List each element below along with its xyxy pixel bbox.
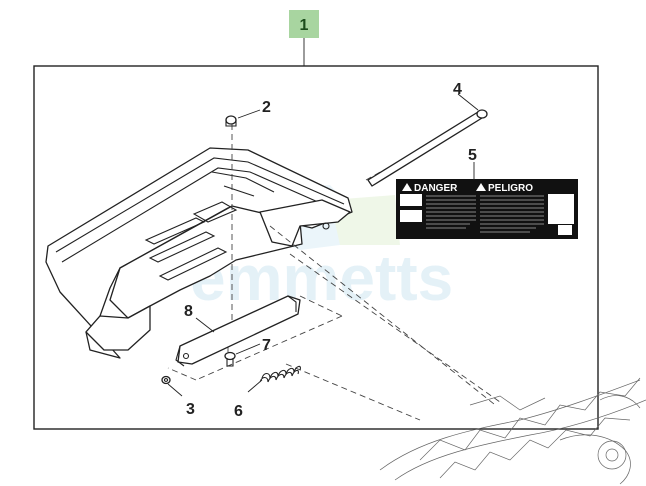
deflector-shield [45, 147, 353, 359]
bracket-part-8 [175, 295, 301, 367]
machine-sketch [379, 377, 646, 485]
warning-triangle-icon [402, 183, 486, 191]
callout-6: 6 [234, 403, 243, 420]
spring-part-6 [247, 365, 301, 393]
callout-leaders [167, 93, 479, 397]
diagram-frame [33, 65, 599, 430]
callout-labels: 2 3 4 5 6 7 8 [184, 81, 477, 420]
kit-badge-box [289, 10, 319, 38]
callout-3: 3 [186, 401, 195, 418]
callout-4: 4 [453, 81, 462, 98]
nut-part-3 [161, 375, 171, 385]
decal-body [396, 179, 578, 239]
rod-part-4 [367, 109, 488, 187]
callout-2: 2 [262, 99, 271, 116]
decal-heading-peligro: PELIGRO [488, 183, 533, 194]
callout-5: 5 [468, 147, 477, 164]
kit-badge-label: 1 [300, 17, 309, 34]
callout-8: 8 [184, 303, 193, 320]
callout-7: 7 [262, 337, 271, 354]
kit-badge: 1 [289, 10, 319, 38]
nut-part-2 [225, 115, 237, 127]
bolt-part-7 [224, 351, 236, 367]
decal-heading-danger: DANGER [414, 183, 458, 194]
danger-decal-part-5: DANGER PELIGRO [396, 179, 578, 239]
